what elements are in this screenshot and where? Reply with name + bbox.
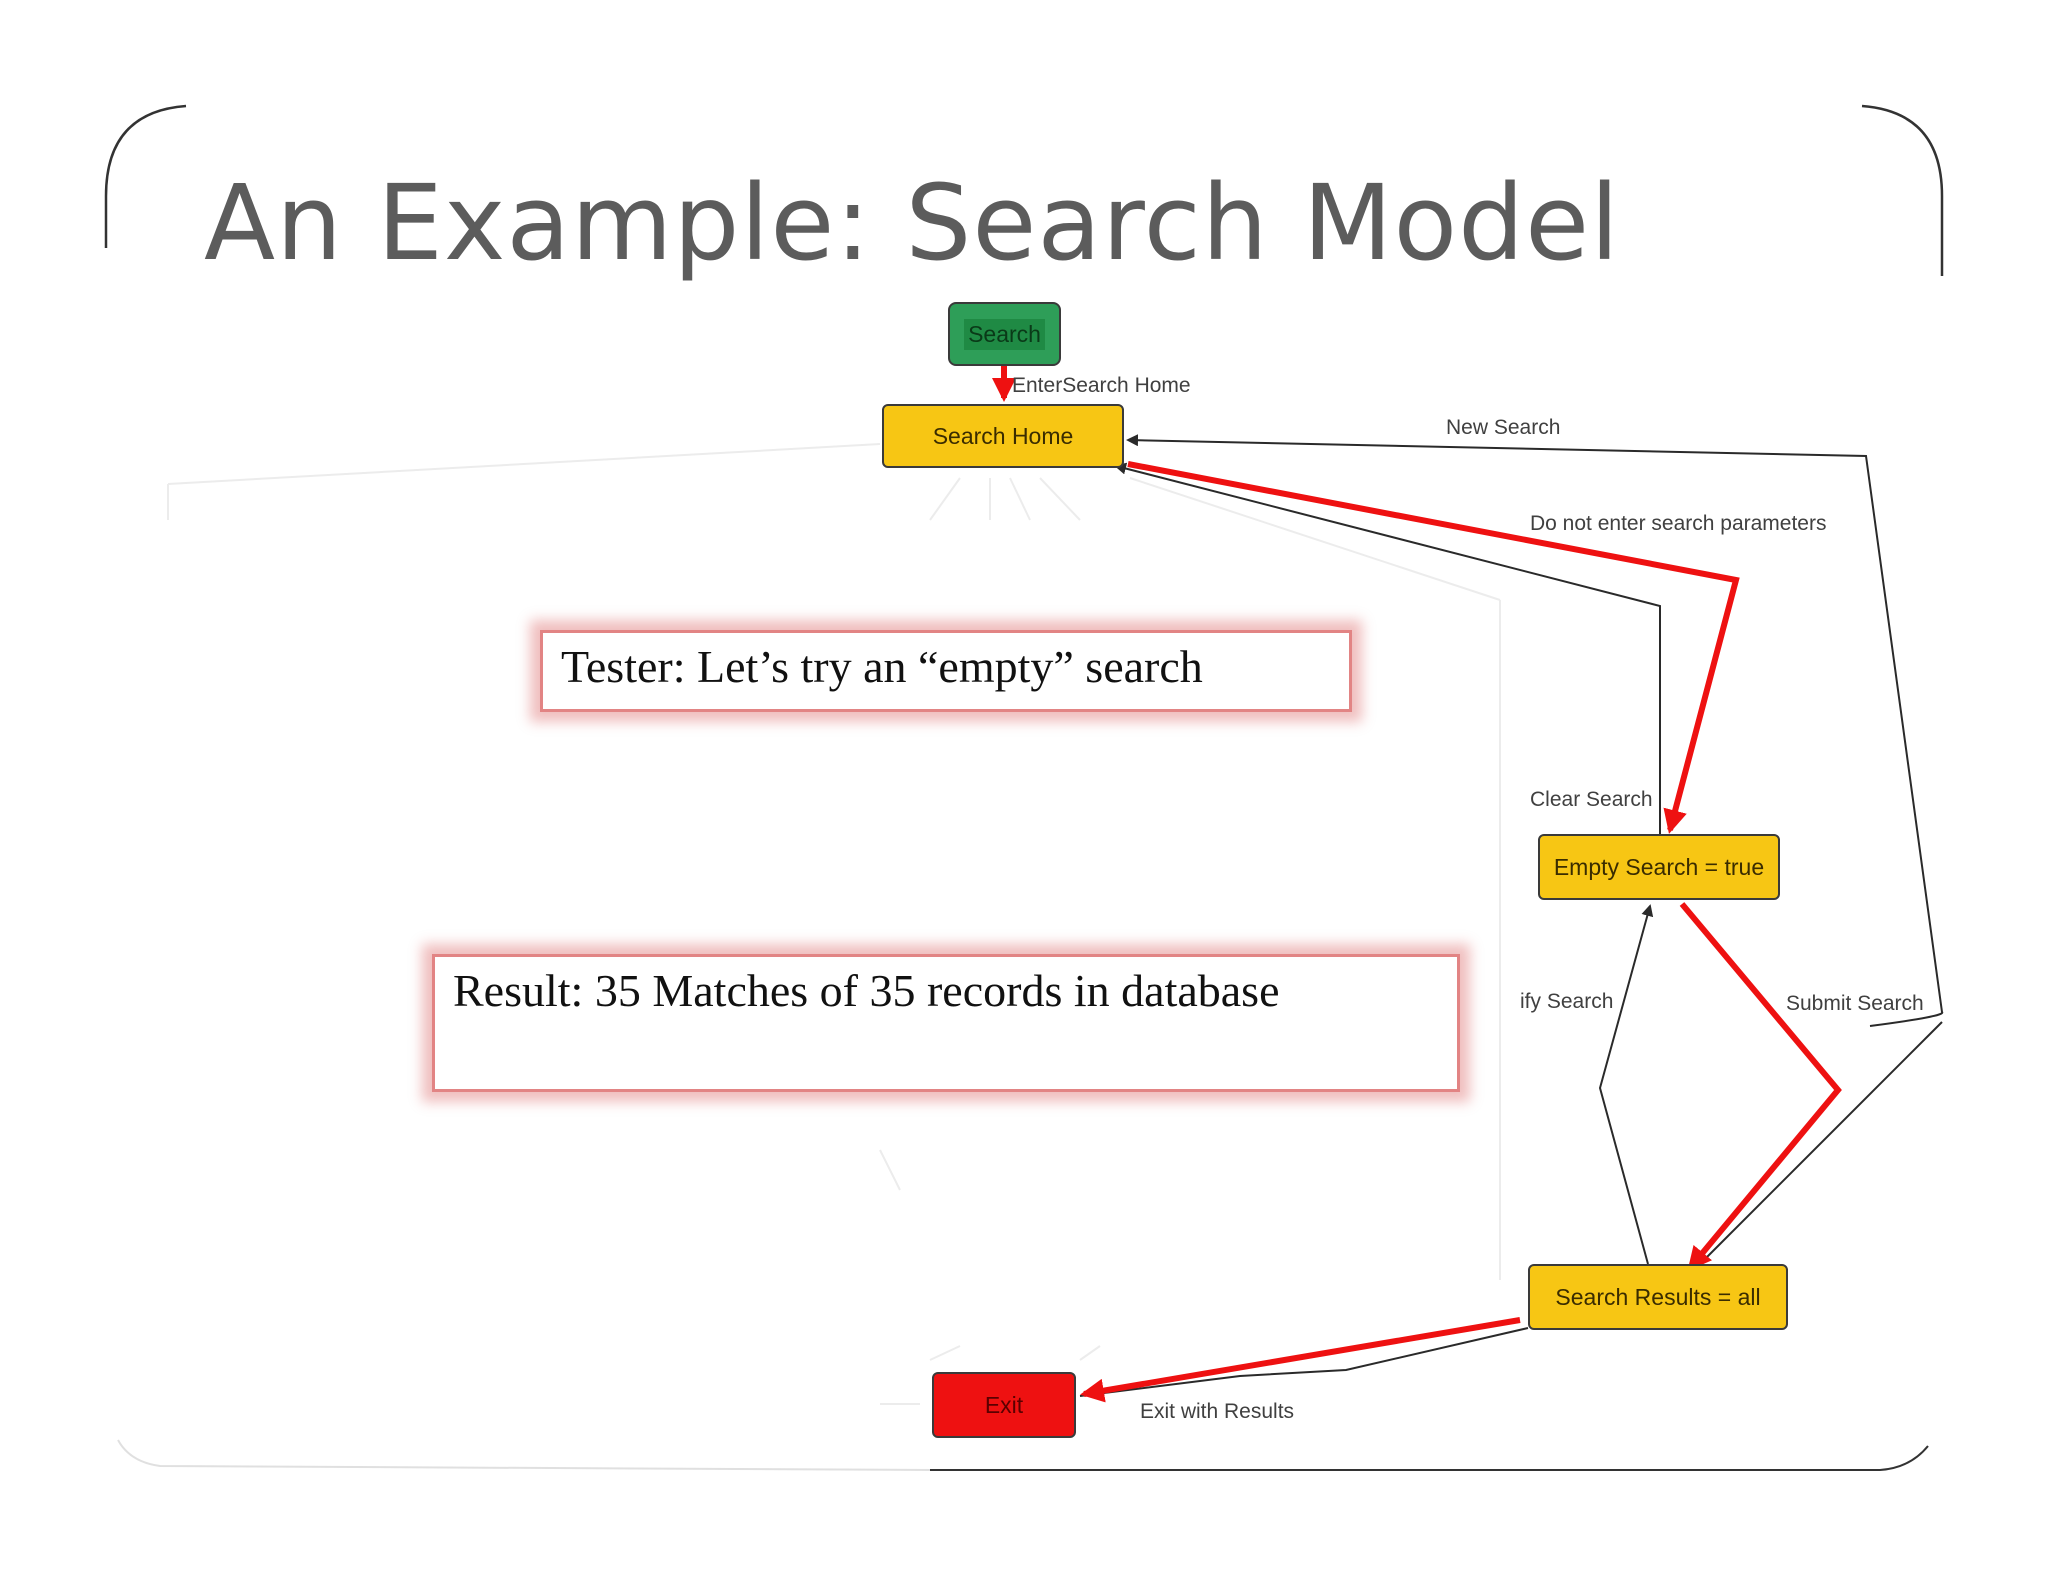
label-exit-with-results: Exit with Results bbox=[1140, 1400, 1295, 1423]
node-search-start-label: Search bbox=[964, 318, 1045, 350]
label-submit-search: Submit Search bbox=[1786, 992, 1924, 1015]
red-empty-search bbox=[1127, 461, 1740, 834]
edge-clear-search bbox=[1114, 462, 1661, 834]
label-new-search: New Search bbox=[1446, 416, 1561, 439]
node-empty-search-label: Empty Search = true bbox=[1553, 853, 1765, 880]
label-modify-search: ify Search bbox=[1520, 990, 1614, 1013]
callout-result-text: Result: 35 Matches of 35 records in data… bbox=[453, 965, 1280, 1016]
red-exit bbox=[1080, 1317, 1521, 1403]
node-search-results-label: Search Results = all bbox=[1555, 1283, 1761, 1310]
node-exit-label: Exit bbox=[984, 1391, 1024, 1418]
edge-exit-with-results bbox=[1079, 1327, 1529, 1397]
callout-result: Result: 35 Matches of 35 records in data… bbox=[432, 954, 1460, 1092]
node-search-start[interactable]: Search bbox=[948, 302, 1061, 366]
edge-new-search bbox=[1126, 434, 1944, 1027]
slide-title: An Example: Search Model bbox=[204, 162, 1621, 284]
label-enter-search-home: EnterSearch Home bbox=[1012, 374, 1191, 397]
ghost-edges bbox=[167, 443, 1501, 1405]
node-exit[interactable]: Exit bbox=[932, 1372, 1076, 1438]
diagram-edges bbox=[1079, 434, 1944, 1397]
red-submit-search bbox=[1679, 902, 1842, 1272]
label-clear-search: Clear Search bbox=[1530, 788, 1653, 811]
node-search-home[interactable]: Search Home bbox=[882, 404, 1124, 468]
callout-tester-text: Tester: Let’s try an “empty” search bbox=[561, 641, 1203, 692]
node-search-home-label: Search Home bbox=[932, 422, 1074, 449]
label-do-not-enter: Do not enter search parameters bbox=[1530, 512, 1827, 535]
edge-submit-search-return bbox=[1693, 1021, 1943, 1271]
callout-tester: Tester: Let’s try an “empty” search bbox=[540, 630, 1352, 712]
edge-modify-search bbox=[1598, 904, 1654, 1265]
highlighted-path bbox=[992, 366, 1842, 1403]
node-empty-search[interactable]: Empty Search = true bbox=[1538, 834, 1780, 900]
node-search-results[interactable]: Search Results = all bbox=[1528, 1264, 1788, 1330]
